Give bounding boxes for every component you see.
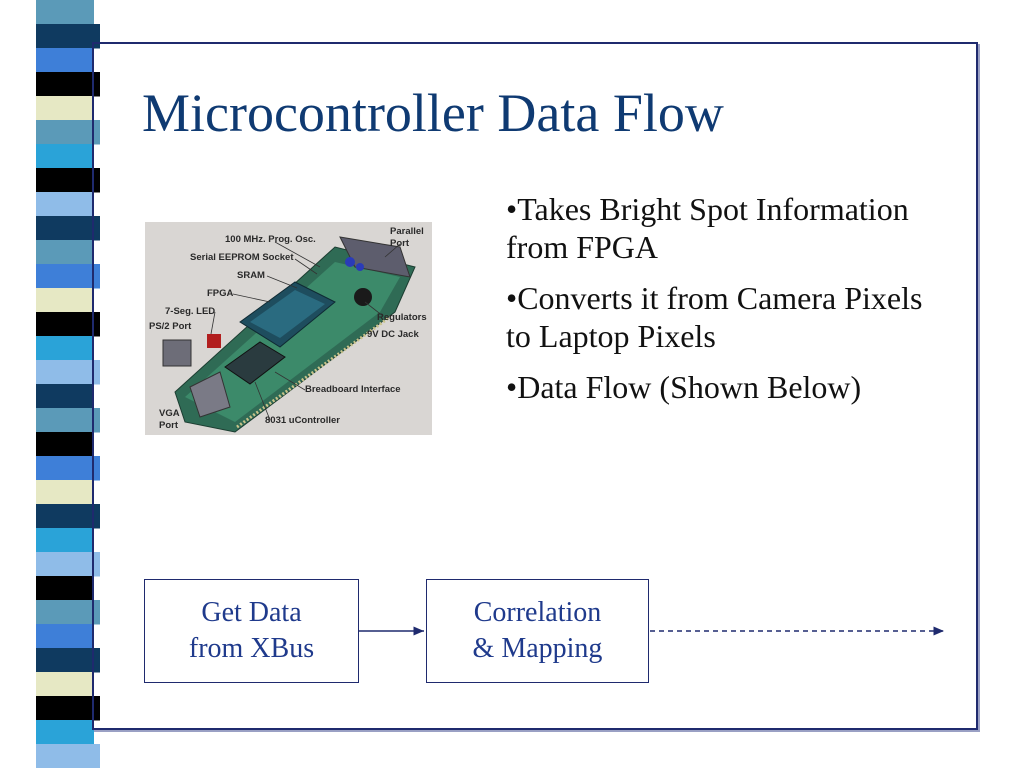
stripe-segment [36,264,100,289]
label-ucontroller: 8031 uController [265,415,340,426]
bullet-item: •Takes Bright Spot Information from FPGA [506,191,909,266]
stripe-segment [36,360,100,385]
label-breadboard: Breadboard Interface [305,384,401,395]
flow-box-get-data: Get Data from XBus [144,579,359,683]
stripe-segment [36,576,94,601]
stripe-segment [36,216,100,241]
stripe-segment [36,720,94,745]
fpga-board-photo: 100 MHz. Prog. Osc. Serial EEPROM Socket… [145,222,432,435]
flow-box-line: Correlation [473,596,602,628]
stripe-segment [36,432,94,457]
flow-box-line: & Mapping [472,633,603,664]
stripe-segment [36,24,100,49]
stripe-segment [36,480,94,505]
label-eeprom: Serial EEPROM Socket [190,252,294,263]
label-ps2: PS/2 Port [149,321,192,332]
stripe-segment [36,384,94,409]
stripe-segment [36,0,94,25]
stripe-segment [36,624,94,649]
stripe-segment [36,672,94,697]
label-osc: 100 MHz. Prog. Osc. [225,234,316,245]
stripe-segment [36,120,100,145]
stripe-segment [36,408,100,433]
label-parallel-1: Parallel [390,226,424,237]
slide-title: Microcontroller Data Flow [142,83,724,143]
slide-frame [92,42,978,730]
stripe-segment [36,504,100,529]
label-vga-1: VGA [159,408,180,419]
label-led: 7-Seg. LED [165,306,215,317]
stripe-segment [36,312,100,337]
flow-box-line: Get Data [201,596,302,628]
label-fpga: FPGA [207,288,234,299]
stripe-segment [36,240,94,265]
label-sram: SRAM [237,270,265,281]
stripe-segment [36,336,94,361]
bullet-item: •Data Flow (Shown Below) [506,368,862,405]
flow-box-correlation: Correlation & Mapping [426,579,649,683]
label-vga-2: Port [159,420,179,431]
stripe-segment [36,288,94,313]
stripe-segment [36,648,100,673]
bullet-item: •Converts it from Camera Pixels to Lapto… [506,279,923,355]
label-parallel-2: Port [390,238,410,249]
stripe-segment [36,48,94,73]
stripe-segment [36,696,100,721]
decorative-stripe-bar [36,0,100,768]
stripe-segment [36,552,100,577]
stripe-segment [36,168,100,193]
label-regulators: Regulators [377,312,427,323]
stripe-segment [36,72,100,97]
stripe-segment [36,144,94,169]
stripe-segment [36,528,94,553]
stripe-segment [36,192,94,217]
flow-box-line: from XBus [188,633,315,664]
stripe-segment [36,456,100,481]
bullet-list: •Takes Bright Spot Information from FPGA… [506,190,946,418]
stripe-segment [36,96,94,121]
label-dcjack: 9V DC Jack [367,329,419,340]
stripe-segment [36,600,100,625]
stripe-segment [36,744,100,768]
